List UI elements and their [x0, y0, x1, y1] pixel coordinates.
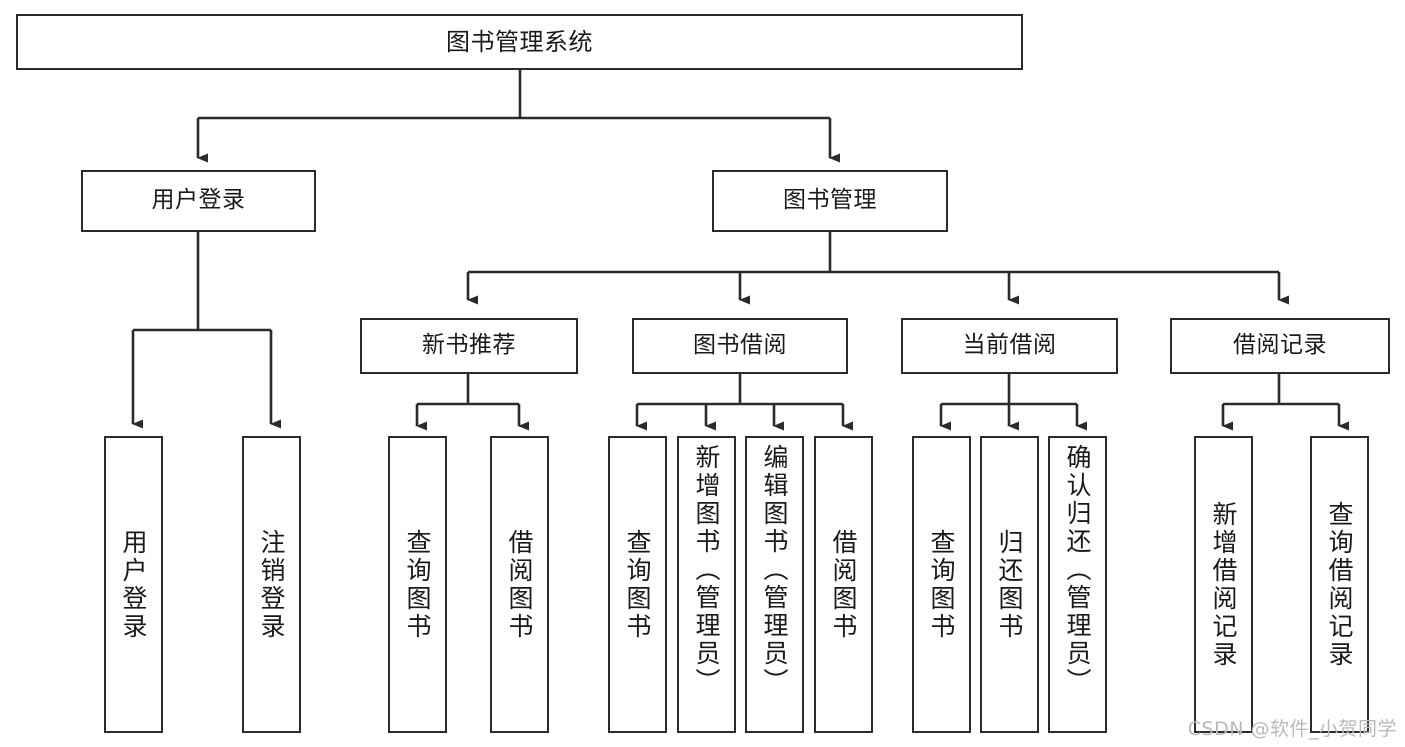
node-leaf-add-borrow-record[interactable]: 新增借阅记录 — [1194, 436, 1253, 733]
edge-group-new-book-recommend — [415, 374, 529, 431]
node-leaf-add-book[interactable]: 新增图书（管理员） — [677, 436, 736, 733]
node-leaf-query-book-recommend[interactable]: 查询图书 — [388, 436, 447, 733]
edge-group-current-borrow — [939, 374, 1087, 431]
node-leaf-add-borrow-record-label: 新增借阅记录 — [1209, 500, 1238, 669]
node-root-label: 图书管理系统 — [446, 27, 593, 56]
node-leaf-return-book-label: 归还图书 — [995, 528, 1024, 641]
node-book-management[interactable]: 图书管理 — [712, 170, 948, 232]
node-user-login-label: 用户登录 — [151, 187, 246, 214]
node-new-book-recommend[interactable]: 新书推荐 — [360, 318, 578, 374]
node-borrow-record[interactable]: 借阅记录 — [1170, 318, 1390, 374]
node-leaf-edit-book-label: 编辑图书（管理员） — [760, 444, 789, 696]
node-leaf-logout-login-label: 注销登录 — [257, 528, 286, 641]
node-leaf-borrow-book-recommend-label: 借阅图书 — [505, 528, 534, 641]
edge-group-user-login — [131, 232, 281, 429]
node-leaf-add-book-label: 新增图书（管理员） — [692, 444, 721, 696]
node-leaf-query-borrow-record[interactable]: 查询借阅记录 — [1310, 436, 1369, 733]
node-leaf-query-book-current-label: 查询图书 — [927, 528, 956, 641]
edge-group-book-borrow — [635, 374, 853, 431]
node-leaf-borrow-book-borrow[interactable]: 借阅图书 — [814, 436, 873, 733]
node-leaf-confirm-return-label: 确认归还（管理员） — [1063, 444, 1092, 696]
edge-group-borrow-record — [1221, 374, 1349, 431]
node-current-borrow-label: 当前借阅 — [962, 332, 1057, 359]
node-leaf-logout-login[interactable]: 注销登录 — [242, 436, 301, 733]
node-leaf-borrow-book-recommend[interactable]: 借阅图书 — [490, 436, 549, 733]
node-leaf-query-book-borrow-label: 查询图书 — [623, 528, 652, 641]
node-leaf-user-login-label: 用户登录 — [119, 528, 148, 641]
node-book-borrow-label: 图书借阅 — [693, 332, 787, 359]
node-book-borrow[interactable]: 图书借阅 — [632, 318, 848, 374]
node-leaf-query-book-recommend-label: 查询图书 — [403, 528, 432, 641]
node-leaf-borrow-book-borrow-label: 借阅图书 — [829, 528, 858, 641]
node-new-book-recommend-label: 新书推荐 — [422, 332, 516, 359]
node-leaf-query-borrow-record-label: 查询借阅记录 — [1325, 500, 1354, 669]
node-leaf-query-book-current[interactable]: 查询图书 — [912, 436, 971, 733]
node-leaf-edit-book[interactable]: 编辑图书（管理员） — [745, 436, 804, 733]
node-user-login[interactable]: 用户登录 — [81, 170, 316, 232]
node-leaf-return-book[interactable]: 归还图书 — [980, 436, 1039, 733]
node-leaf-query-book-borrow[interactable]: 查询图书 — [608, 436, 667, 733]
node-book-management-label: 图书管理 — [783, 187, 877, 214]
edge-group-root — [196, 70, 840, 163]
node-leaf-user-login[interactable]: 用户登录 — [104, 436, 163, 733]
node-borrow-record-label: 借阅记录 — [1233, 332, 1327, 359]
csdn-watermark: CSDN @软件_小贺同学 — [1187, 718, 1397, 740]
node-leaf-confirm-return[interactable]: 确认归还（管理员） — [1048, 436, 1107, 733]
edge-group-book-management — [466, 232, 1289, 305]
node-root-library-system[interactable]: 图书管理系统 — [16, 14, 1023, 70]
node-current-borrow[interactable]: 当前借阅 — [901, 318, 1118, 374]
